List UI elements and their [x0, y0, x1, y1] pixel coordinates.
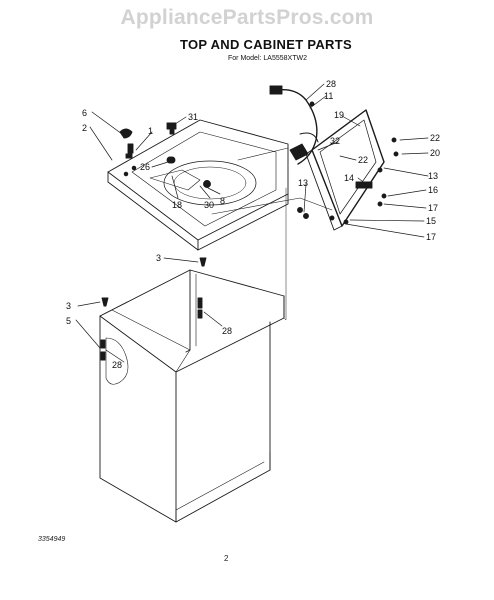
- lid-switch-harness: [269, 85, 319, 165]
- page-number: 2: [224, 554, 229, 563]
- callout-6: 6: [82, 108, 87, 118]
- cabinet-top: [107, 119, 333, 251]
- callout-2: 2: [82, 123, 87, 133]
- callout-17-upper: 17: [428, 203, 438, 213]
- callout-16: 16: [428, 185, 438, 195]
- callout-13-right: 13: [428, 171, 438, 181]
- callout-1: 1: [148, 126, 153, 136]
- leader-lines: [75, 83, 429, 363]
- callout-13-left: 13: [298, 178, 308, 188]
- model-subtitle: For Model: LA5558XTW2: [228, 55, 307, 62]
- callout-28-top: 28: [326, 79, 336, 89]
- callout-15: 15: [426, 216, 436, 226]
- callout-5: 5: [66, 316, 71, 326]
- callout-labels: 6 2 1 31 26 18 30 8 28 11 19 32 22 22 20…: [66, 79, 440, 370]
- callout-22-lid: 22: [358, 155, 368, 165]
- callout-19: 19: [334, 110, 344, 120]
- watermark: AppliancePartsPros.com: [120, 6, 374, 29]
- callout-30: 30: [204, 200, 214, 210]
- callout-18: 18: [172, 200, 182, 210]
- callout-3-lower: 3: [66, 301, 71, 311]
- callout-20: 20: [430, 148, 440, 158]
- callout-28-mid: 28: [222, 326, 232, 336]
- callout-14: 14: [344, 173, 354, 183]
- diagram-title: TOP AND CABINET PARTS: [180, 37, 352, 52]
- callout-8: 8: [220, 196, 225, 206]
- callout-3-upper: 3: [156, 253, 161, 263]
- cabinet-screws: [101, 257, 207, 307]
- callout-32: 32: [330, 136, 340, 146]
- callout-17-lower: 17: [426, 232, 436, 242]
- hinge-parts: [119, 122, 177, 164]
- callout-31: 31: [188, 112, 198, 122]
- document-number: 3354949: [38, 536, 66, 543]
- callout-26: 26: [140, 162, 150, 172]
- callout-28-lower: 28: [112, 360, 122, 370]
- cabinet-body: [99, 187, 287, 523]
- callout-11: 11: [324, 91, 333, 101]
- callout-22-right: 22: [430, 133, 440, 143]
- washer-lid: [297, 109, 399, 231]
